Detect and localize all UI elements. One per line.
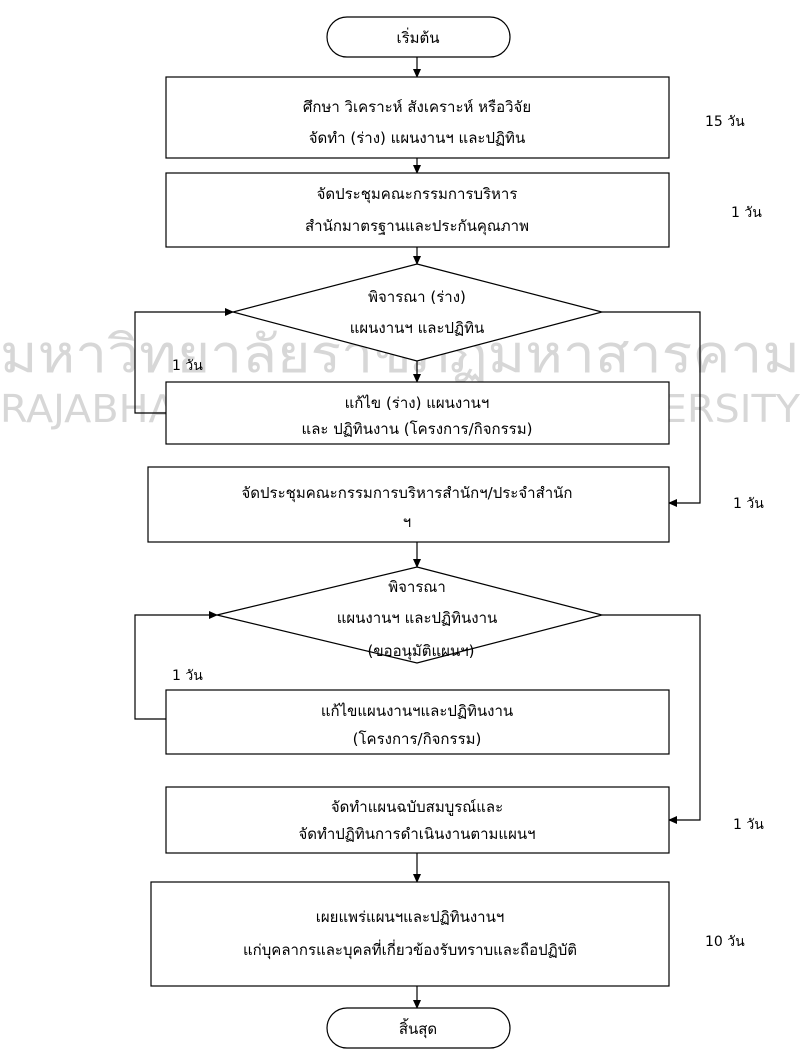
process-step-revise-draft: แก้ไข (ร่าง) แผนงานฯ และ ปฏิทินงาน (โครง…	[165, 381, 670, 445]
step-3-line-2: และ ปฏิทินงาน (โครงการ/กิจกรรม)	[302, 420, 533, 438]
step-5-line-2: (โครงการ/กิจกรรม)	[353, 730, 482, 748]
step-1-line-2: จัดทำ (ร่าง) แผนงานฯ และปฏิทิน	[309, 129, 525, 147]
duration-loop-2: 1 วัน	[172, 668, 203, 684]
decision-2-line-1: พิจารณา	[388, 578, 446, 596]
duration-step-7: 10 วัน	[705, 934, 745, 950]
process-step-office-committee-meeting: จัดประชุมคณะกรรมการบริหารสำนักฯ/ประจำสำน…	[147, 466, 670, 543]
decision-2-line-3: (ขออนุมัติแผนฯ)	[368, 642, 475, 661]
duration-step-4: 1 วัน	[733, 496, 764, 512]
step-2-line-2: สำนักมาตรฐานและประกันคุณภาพ	[305, 217, 529, 236]
decision-1-line-1: พิจารณา (ร่าง)	[368, 288, 466, 306]
duration-step-6: 1 วัน	[733, 817, 764, 833]
duration-step-1: 15 วัน	[705, 114, 745, 130]
process-step-final-plan: จัดทำแผนฉบับสมบูรณ์และ จัดทำปฏิทินการดำเ…	[165, 786, 670, 854]
edge-d2-s6	[602, 614, 701, 824]
end-terminator: สิ้นสุด	[326, 1007, 511, 1049]
end-label: สิ้นสุด	[399, 1018, 437, 1039]
step-7-line-1: เผยแพร่แผนฯและปฏิทินงานฯ	[316, 908, 505, 926]
decision-2-line-2: แผนงานฯ และปฏิทินงาน	[337, 609, 498, 627]
step-6-line-1: จัดทำแผนฉบับสมบูรณ์และ	[331, 798, 503, 816]
edge-d1-s4	[602, 311, 701, 507]
step-5-line-1: แก้ไขแผนงานฯและปฏิทินงาน	[321, 702, 513, 720]
process-step-study: ศึกษา วิเคราะห์ สังเคราะห์ หรือวิจัย จัด…	[165, 76, 670, 159]
step-4-line-2: ฯ	[403, 513, 411, 531]
decision-review-approval: พิจารณา แผนงานฯ และปฏิทินงาน (ขออนุมัติแ…	[216, 566, 605, 664]
decision-review-draft: พิจารณา (ร่าง) แผนงานฯ และปฏิทิน	[230, 263, 605, 362]
start-label: เริ่มต้น	[396, 27, 439, 47]
step-7-line-2: แก่บุคลากรและบุคลที่เกี่ยวข้องรับทราบและ…	[243, 939, 577, 960]
decision-1-line-2: แผนงานฯ และปฏิทิน	[350, 319, 485, 337]
start-terminator: เริ่มต้น	[326, 16, 511, 58]
edge-s3-loop-d1	[134, 308, 234, 414]
process-step-publish: เผยแพร่แผนฯและปฏิทินงานฯ แก่บุคลากรและบุ…	[150, 881, 670, 987]
step-4-line-1: จัดประชุมคณะกรรมการบริหารสำนักฯ/ประจำสำน…	[242, 484, 573, 503]
edge-s5-loop-d2	[134, 611, 218, 720]
step-1-line-1: ศึกษา วิเคราะห์ สังเคราะห์ หรือวิจัย	[303, 98, 531, 116]
process-step-committee-meeting: จัดประชุมคณะกรรมการบริหาร สำนักมาตรฐานแล…	[165, 172, 670, 248]
step-2-line-1: จัดประชุมคณะกรรมการบริหาร	[317, 185, 518, 204]
step-3-line-1: แก้ไข (ร่าง) แผนงานฯ	[345, 394, 490, 412]
step-6-line-2: จัดทำปฏิทินการดำเนินงานตามแผนฯ	[298, 825, 535, 843]
duration-loop-1: 1 วัน	[172, 358, 203, 374]
durations: 15 วัน 1 วัน 1 วัน 1 วัน 1 วัน 1 วัน 10 …	[172, 114, 764, 950]
edges	[134, 57, 701, 1009]
process-step-revise-plan: แก้ไขแผนงานฯและปฏิทินงาน (โครงการ/กิจกรร…	[165, 689, 670, 755]
duration-step-2: 1 วัน	[731, 205, 762, 221]
